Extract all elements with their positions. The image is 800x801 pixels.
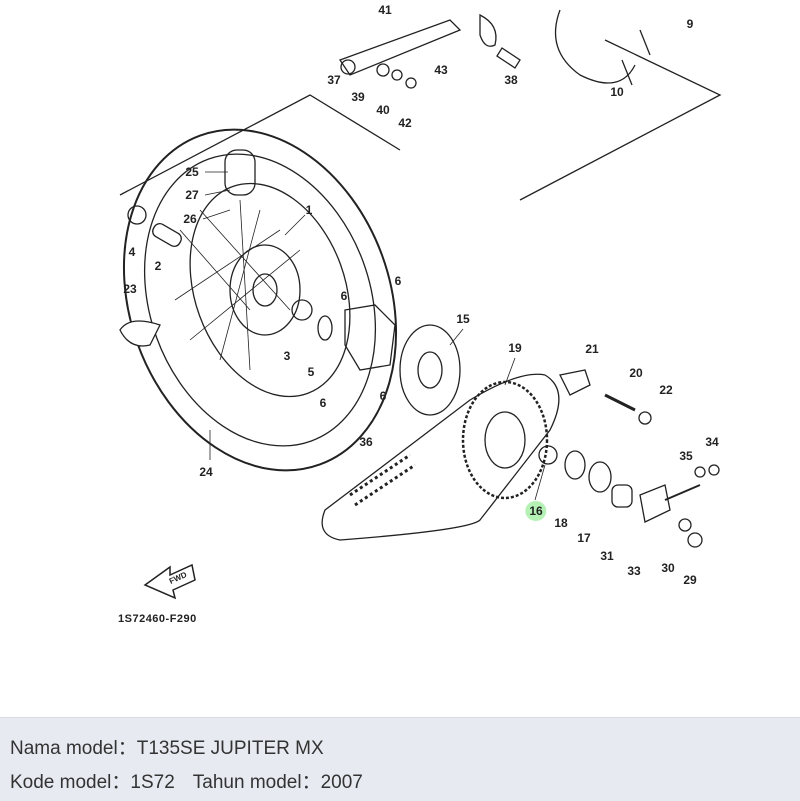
collar-31: [611, 484, 633, 508]
o-ring-5: [317, 315, 333, 341]
part-label[interactable]: 36: [359, 435, 373, 449]
model-info-panel: Nama model：T135SE JUPITER MX Kode model：…: [0, 717, 800, 801]
part-label[interactable]: 5: [307, 365, 315, 379]
part-label[interactable]: 1: [305, 203, 313, 217]
part-label[interactable]: 31: [600, 549, 614, 563]
part-label[interactable]: 37: [327, 73, 341, 87]
oil-seal-17: [588, 461, 612, 493]
part-label[interactable]: 29: [683, 573, 697, 587]
part-label[interactable]: 35: [679, 449, 693, 463]
part-label[interactable]: 25: [185, 165, 199, 179]
rear-wheel-exploded-view: [119, 9, 722, 600]
frame-outline: [119, 94, 401, 196]
part-label[interactable]: 23: [123, 282, 137, 296]
model-name-row: Nama model：T135SE JUPITER MX: [10, 733, 324, 760]
model-year-label: Tahun model: [192, 772, 302, 793]
part-label[interactable]: 42: [398, 116, 412, 130]
drive-chain: [321, 373, 560, 541]
model-year-value: 2007: [320, 772, 363, 793]
damper-6: [344, 304, 396, 371]
collar-16: [538, 445, 558, 465]
part-label[interactable]: 4: [128, 245, 136, 259]
chain-joint-36: [349, 453, 416, 507]
separator: ：: [111, 772, 131, 793]
part-label[interactable]: 26: [183, 212, 197, 226]
adjuster-33: [639, 484, 671, 523]
clutch-hub-15: [399, 324, 461, 416]
bearing-18: [564, 450, 586, 480]
part-label[interactable]: 33: [627, 564, 641, 578]
bearing-4: [127, 205, 147, 225]
collar-25: [224, 149, 256, 196]
plate-21: [559, 369, 591, 396]
part-label[interactable]: 6: [379, 389, 387, 403]
nut-22: [638, 411, 652, 425]
part-label[interactable]: 41: [378, 3, 392, 17]
brake-shoe: [554, 9, 636, 84]
part-label[interactable]: 40: [376, 103, 390, 117]
part-label[interactable]: 15: [456, 312, 470, 326]
part-label[interactable]: 34: [705, 435, 719, 449]
model-name-value: T135SE JUPITER MX: [136, 738, 324, 759]
bolt-20: [604, 393, 636, 412]
part-label[interactable]: 6: [319, 396, 327, 410]
part-label-highlighted[interactable]: 16: [525, 501, 547, 521]
fwd-arrow-icon: [143, 563, 196, 600]
part-label[interactable]: 39: [351, 90, 365, 104]
part-label[interactable]: 6: [340, 289, 348, 303]
spacer-2: [152, 222, 182, 248]
part-label[interactable]: 43: [434, 63, 448, 77]
diagram-code: 1S72460-F290: [118, 613, 197, 625]
bearing-3: [291, 299, 313, 321]
tire: [122, 128, 398, 472]
part-label[interactable]: 9: [686, 17, 694, 31]
hub: [229, 244, 301, 336]
tire-section: [119, 320, 161, 347]
separator: ：: [117, 738, 137, 759]
part-label[interactable]: 20: [629, 366, 643, 380]
separator: ：: [301, 772, 321, 793]
part-label[interactable]: 10: [610, 85, 624, 99]
part-label[interactable]: 21: [585, 342, 599, 356]
part-label[interactable]: 2: [154, 259, 162, 273]
frame-outline-top: [519, 39, 722, 201]
sprocket-19: [461, 380, 549, 500]
part-label[interactable]: 3: [283, 349, 291, 363]
part-label[interactable]: 17: [577, 531, 591, 545]
part-label[interactable]: 18: [554, 516, 568, 530]
part-label[interactable]: 30: [661, 561, 675, 575]
model-code-label: Kode model: [10, 772, 112, 793]
part-label[interactable]: 24: [199, 465, 213, 479]
nut-29: [687, 532, 703, 548]
model-code-value: 1S72: [130, 772, 175, 793]
parts-diagram: 41 9 37 39 40 42 43 38 10 25 27 26 1 4 2…: [118, 3, 722, 625]
part-label[interactable]: 27: [185, 188, 199, 202]
bolt-38: [496, 47, 521, 69]
part-label[interactable]: 6: [394, 274, 402, 288]
part-label[interactable]: 22: [659, 383, 673, 397]
part-label[interactable]: 38: [504, 73, 518, 87]
model-name-label: Nama model: [10, 738, 118, 759]
part-label[interactable]: 19: [508, 341, 522, 355]
brake-torque-arm: [339, 19, 462, 76]
